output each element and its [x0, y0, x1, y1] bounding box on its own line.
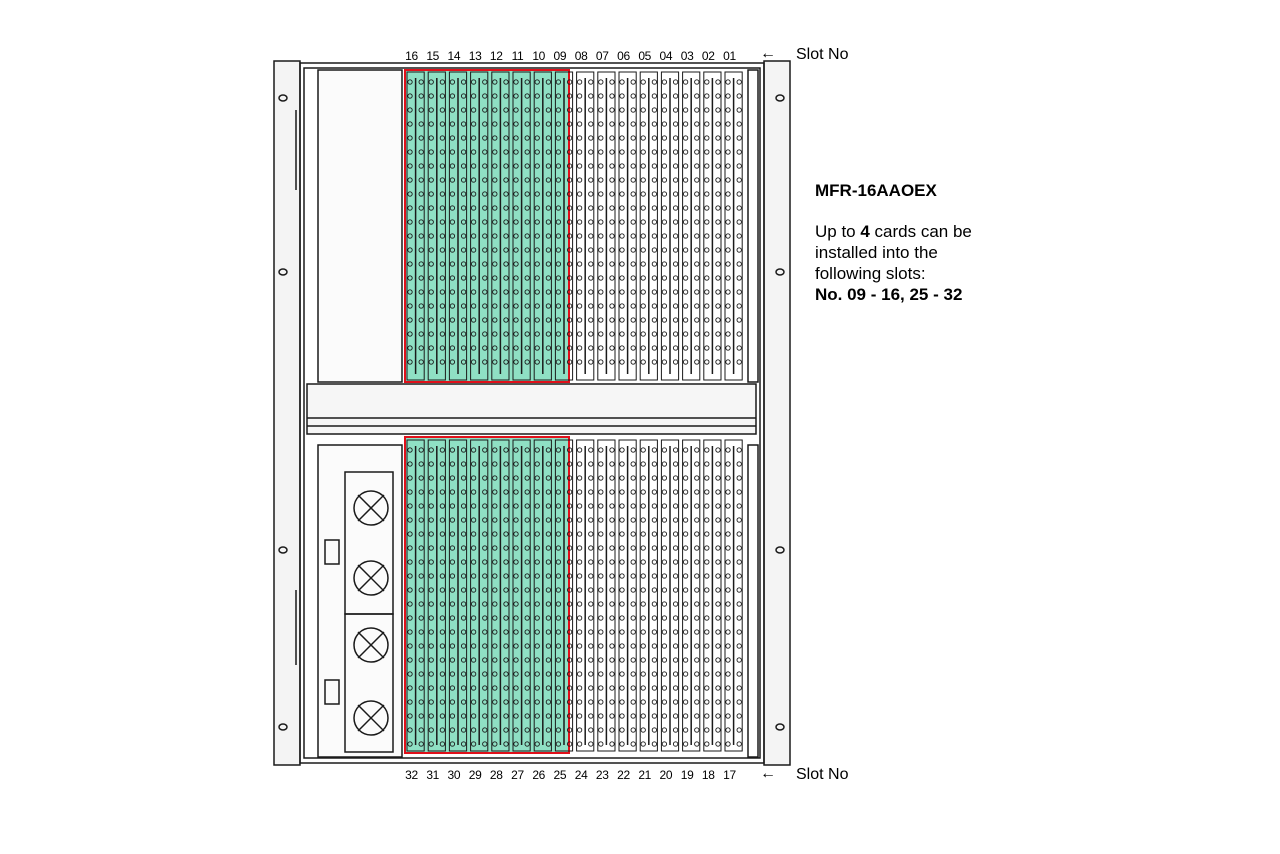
info-line-2: installed into the	[815, 243, 938, 262]
bottom-card-slot	[639, 439, 658, 752]
bottom-arrow-icon: ←	[760, 765, 776, 782]
bottom-slot-label: Slot No	[796, 766, 849, 783]
top-slot-label: Slot No	[796, 46, 849, 63]
top-slot-number: 16	[405, 49, 418, 63]
top-slot-number: 01	[723, 49, 736, 63]
bottom-card-slot	[512, 439, 531, 752]
top-card-slot	[470, 71, 489, 381]
bottom-slot-number: 28	[489, 768, 503, 782]
bottom-card-slot	[554, 439, 574, 752]
right-rack-ear	[763, 60, 791, 766]
bottom-slot-number: 18	[701, 768, 715, 782]
top-slot-number: 09	[553, 49, 567, 63]
bottom-card-slot	[660, 439, 680, 752]
bottom-card-slot	[703, 439, 722, 752]
bottom-card-slot	[448, 439, 468, 752]
top-slot-number: 14	[447, 49, 461, 63]
bottom-slot-number: 19	[680, 768, 694, 782]
top-slot-number: 02	[701, 49, 715, 63]
top-slot-number: 08	[574, 49, 588, 63]
bottom-slot-number: 25	[553, 768, 567, 782]
bottom-card-slot	[533, 439, 552, 752]
top-card-slot	[682, 71, 701, 381]
top-card-slot	[660, 71, 680, 381]
bottom-card-slot	[406, 439, 425, 752]
top-slot-number: 06	[617, 49, 630, 63]
fan-modules	[324, 471, 394, 753]
top-slot-number: 07	[595, 49, 609, 63]
top-card-slot	[639, 71, 658, 381]
top-card-slot	[703, 71, 722, 381]
top-slot-number: 05	[638, 49, 652, 63]
bottom-slot-number: 27	[511, 768, 524, 782]
bottom-slot-number: 17	[723, 768, 736, 782]
info-panel: MFR-16AAOEX Up to 4 cards can be install…	[815, 180, 1075, 305]
bottom-card-slot	[618, 439, 637, 752]
top-card-slot	[512, 71, 531, 381]
top-slot-number: 13	[468, 49, 482, 63]
info-line-1: Up to 4 cards can be	[815, 222, 972, 241]
bottom-card-slot	[491, 439, 510, 752]
bottom-slot-number: 22	[617, 768, 630, 782]
bottom-slot-number: 24	[574, 768, 588, 782]
top-slot-number: 11	[511, 49, 524, 63]
top-card-slot	[576, 71, 595, 381]
top-card-slot	[491, 71, 510, 381]
top-slot-number: 04	[659, 49, 673, 63]
top-card-slot	[618, 71, 637, 381]
bottom-slot-number: 31	[426, 768, 440, 782]
top-card-slot	[724, 71, 743, 381]
left-rack-ear	[273, 60, 301, 766]
card-slots	[406, 71, 743, 752]
info-line-3: following slots:	[815, 264, 926, 283]
top-card-slot	[597, 71, 616, 381]
bottom-slot-number: 32	[405, 768, 418, 782]
bottom-highlight-region	[404, 436, 570, 754]
model-name: MFR-16AAOEX	[815, 181, 937, 200]
bottom-card-slot	[576, 439, 595, 752]
bottom-slot-number: 20	[659, 768, 673, 782]
top-slot-number: 15	[426, 49, 440, 63]
top-card-slot	[448, 71, 468, 381]
top-card-slot	[406, 71, 425, 381]
bottom-card-slot	[724, 439, 743, 752]
bottom-slot-number: 23	[595, 768, 609, 782]
bottom-slot-number: 29	[468, 768, 482, 782]
chassis-frame	[299, 62, 765, 764]
bottom-card-slot	[427, 439, 446, 752]
top-card-slot	[554, 71, 574, 381]
info-line-4: No. 09 - 16, 25 - 32	[815, 285, 963, 304]
top-card-slot	[533, 71, 552, 381]
top-card-slot	[427, 71, 446, 381]
bottom-slot-number: 30	[447, 768, 461, 782]
top-arrow-icon: ←	[760, 45, 776, 62]
card-count: 4	[860, 222, 870, 241]
bottom-card-slot	[682, 439, 701, 752]
top-slot-number: 03	[680, 49, 694, 63]
top-slot-number: 12	[489, 49, 503, 63]
bottom-card-slot	[597, 439, 616, 752]
top-slot-number: 10	[532, 49, 546, 63]
bottom-slot-number: 21	[638, 768, 652, 782]
bottom-slot-number: 26	[532, 768, 546, 782]
bottom-card-slot	[470, 439, 489, 752]
